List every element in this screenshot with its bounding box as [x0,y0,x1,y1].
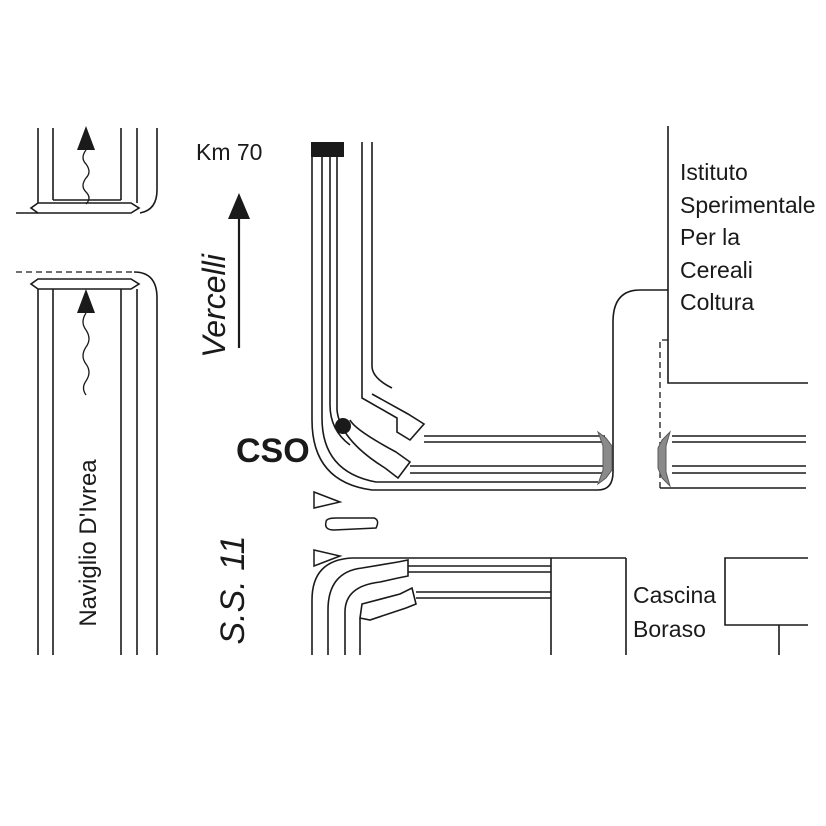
flow-arrow-icon [77,126,95,205]
ss11-road [311,142,668,491]
south-road [311,557,627,655]
svg-text:Boraso: Boraso [633,616,706,642]
station-label: CSO [236,432,310,470]
svg-text:Coltura: Coltura [680,289,754,315]
direction-label: Vercelli [196,253,232,358]
svg-text:Sperimentale: Sperimentale [680,192,816,218]
institute-label: Istituto Sperimentale Per la Cereali Col… [680,159,816,315]
station-marker-icon [335,418,351,434]
svg-text:Istituto: Istituto [680,159,748,185]
km-marker-icon [311,142,344,157]
km-label: Km 70 [196,139,262,165]
farm-label: Cascina Boraso [633,582,716,642]
flow-arrow-icon [77,289,95,396]
east-road [657,339,806,489]
svg-text:Per la: Per la [680,224,740,250]
traffic-islands [313,490,379,568]
naviglio-canal [16,128,158,655]
farm-building [724,557,808,655]
direction-arrow-icon [228,193,250,348]
canal-label: Naviglio D'Ivrea [75,459,102,627]
institute-building [667,126,808,384]
road-label: S.S. 11 [214,536,252,645]
svg-text:Cascina: Cascina [633,582,716,608]
svg-text:Cereali: Cereali [680,257,753,283]
